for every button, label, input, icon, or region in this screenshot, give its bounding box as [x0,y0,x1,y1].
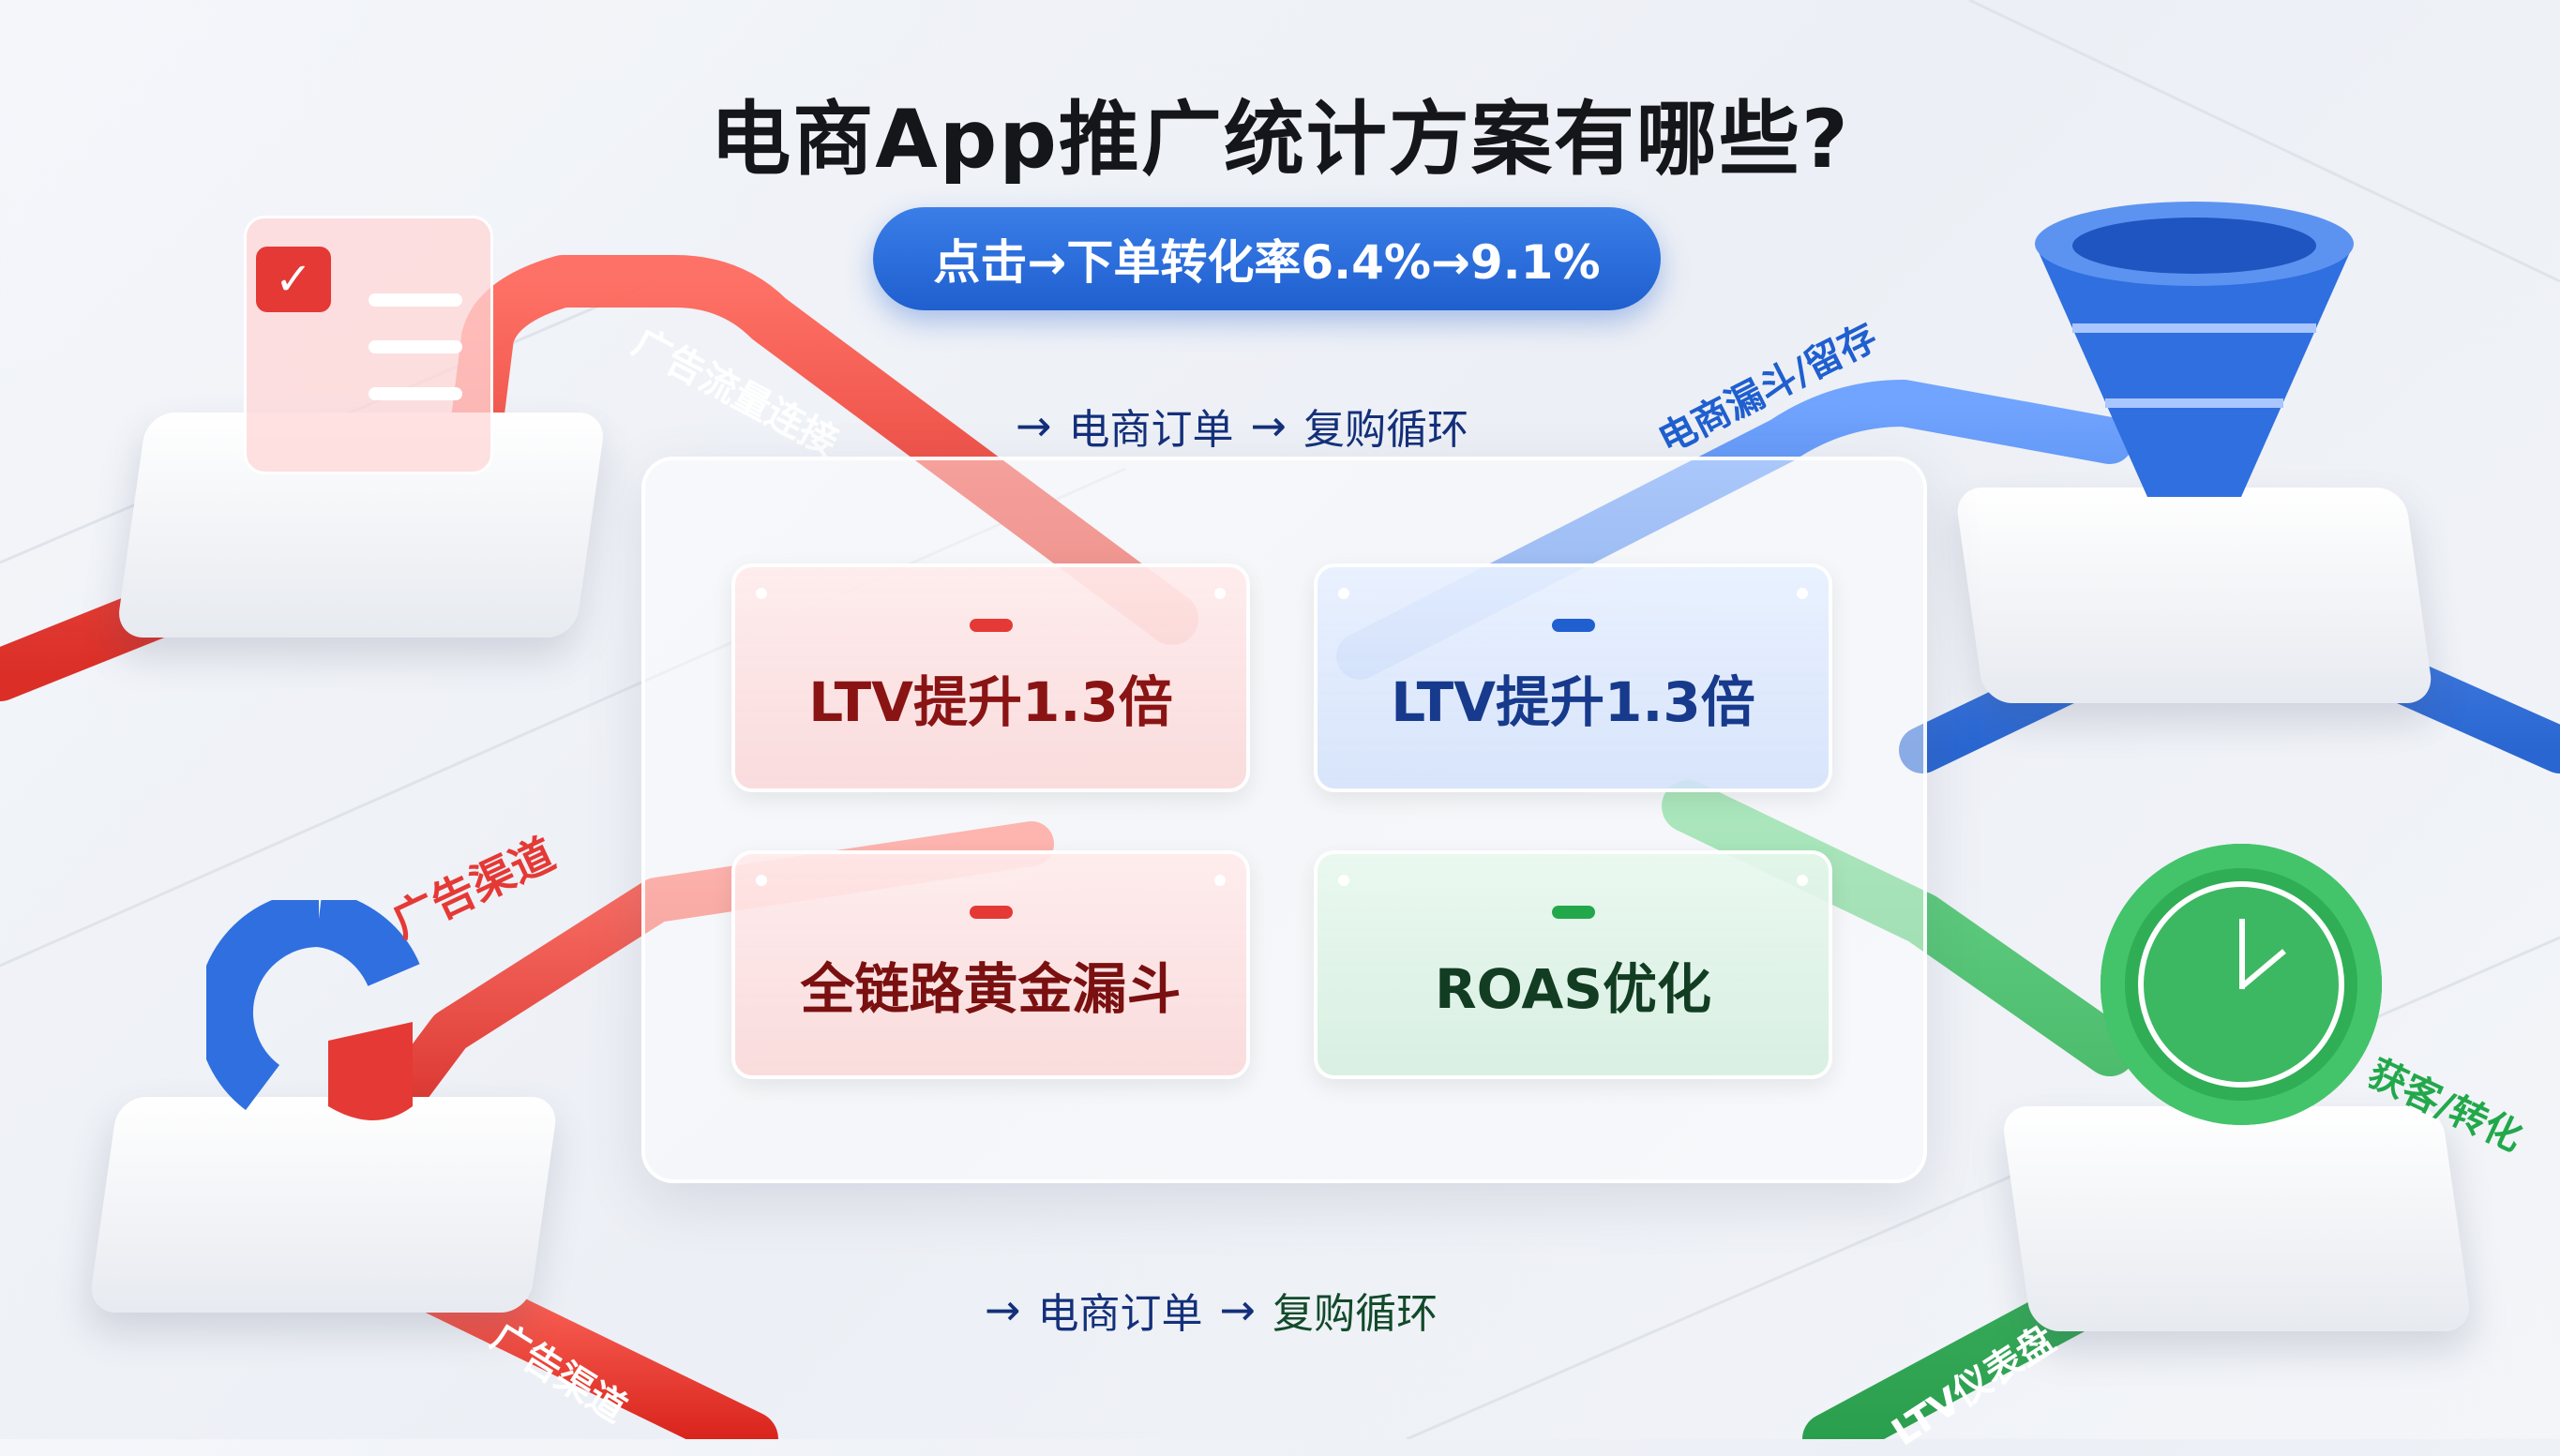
clock-icon [2101,844,2382,1125]
flow-top: → 电商订单 → 复购循环 [1016,396,1468,456]
metric-card: LTV提升1.3倍 [731,563,1250,792]
flow-step: 电商订单 [1068,406,1234,454]
card-accent [969,906,1013,919]
arrow-right-icon: → [1016,400,1052,451]
funnel-icon [2035,188,2354,563]
flow-bottom: → 电商订单 → 复购循环 [985,1280,1438,1340]
flow-step: 电商订单 [1037,1290,1203,1338]
refresh-icon [197,891,431,1144]
card-label: LTV提升1.3倍 [808,670,1173,734]
metric-card: ROAS优化 [1314,850,1832,1079]
metric-card: 全链路黄金漏斗 [731,850,1250,1079]
metric-card: LTV提升1.3倍 [1314,563,1832,792]
arrow-right-icon: → [985,1284,1021,1335]
arrow-right-icon: → [1250,400,1288,451]
glass-panel: LTV提升1.3倍 LTV提升1.3倍 全链路黄金漏斗 ROAS优化 [641,457,1927,1183]
checklist-icon: ✓ [244,216,493,474]
conversion-highlight-badge: 点击→下单转化率6.4%→9.1% [873,207,1661,310]
platform-bottom-right [2000,1106,2473,1331]
page-title: 电商App推广统计方案有哪些? [710,93,1850,187]
card-accent [1551,906,1595,919]
card-label: LTV提升1.3倍 [1391,670,1755,734]
flow-step: 复购循环 [1303,406,1469,454]
flow-step: 复购循环 [1272,1290,1438,1338]
arrow-right-icon: → [1219,1284,1257,1335]
card-label: ROAS优化 [1434,957,1712,1021]
card-accent [1551,619,1595,632]
card-label: 全链路黄金漏斗 [800,957,1182,1021]
card-accent [969,619,1013,632]
